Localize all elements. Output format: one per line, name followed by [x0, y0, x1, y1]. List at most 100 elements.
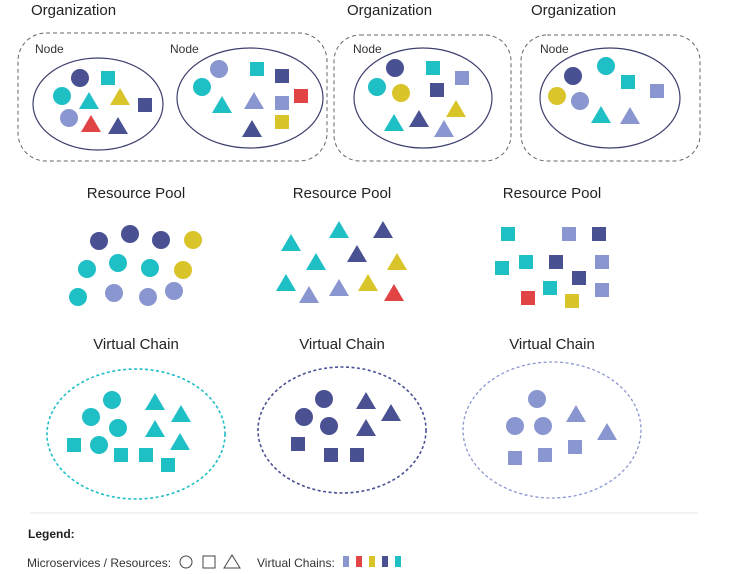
- legend-chain-swatch-lavender: [343, 556, 349, 567]
- microservice-circle: [320, 417, 338, 435]
- microservice-circle: [174, 261, 192, 279]
- resource-square: [275, 115, 289, 129]
- organization-title: Organization: [531, 2, 616, 19]
- microservice-triangle: [384, 114, 404, 131]
- microservice-triangle: [329, 279, 349, 296]
- microservice-triangle: [281, 234, 301, 251]
- legend-heading: Legend:: [28, 527, 75, 541]
- microservice-triangle: [110, 88, 130, 105]
- resource-square: [650, 84, 664, 98]
- microservice-shapes: [53, 57, 664, 472]
- resource-square: [519, 255, 533, 269]
- resource-square: [562, 227, 576, 241]
- resource-square: [430, 83, 444, 97]
- microservice-triangle: [620, 107, 640, 124]
- legend-chain-swatch-teal: [395, 556, 401, 567]
- node-boundary: [32, 57, 164, 151]
- resource-square: [455, 71, 469, 85]
- microservice-triangle: [108, 117, 128, 134]
- resource-square: [595, 255, 609, 269]
- resource-square: [538, 448, 552, 462]
- resource-square: [508, 451, 522, 465]
- microservice-circle: [90, 232, 108, 250]
- microservice-circle: [60, 109, 78, 127]
- microservice-circle: [506, 417, 524, 435]
- node-label: Node: [540, 42, 569, 56]
- microservice-circle: [392, 84, 410, 102]
- node-label: Node: [353, 42, 382, 56]
- microservice-triangle: [244, 92, 264, 109]
- microservice-triangle: [171, 405, 191, 422]
- microservice-triangle: [356, 419, 376, 436]
- organization-2: Organization Node: [333, 2, 512, 162]
- microservice-triangle: [446, 100, 466, 117]
- virtual-chain-title: Virtual Chain: [299, 336, 385, 353]
- microservice-circle: [141, 259, 159, 277]
- node-boundary: [353, 47, 493, 149]
- microservice-circle: [184, 231, 202, 249]
- microservice-triangle: [276, 274, 296, 291]
- microservice-circle: [528, 390, 546, 408]
- resource-square: [426, 61, 440, 75]
- resource-square: [568, 440, 582, 454]
- microservice-circle: [53, 87, 71, 105]
- microservice-circle: [210, 60, 228, 78]
- node-label: Node: [170, 42, 199, 56]
- virtual-chain-boundary: [257, 366, 427, 494]
- resource-square: [291, 437, 305, 451]
- virtual-chain-title: Virtual Chain: [93, 336, 179, 353]
- node-boundary: [539, 47, 681, 149]
- node-label: Node: [35, 42, 64, 56]
- microservice-circle: [69, 288, 87, 306]
- microservice-circle: [152, 231, 170, 249]
- legend-chain-swatches: [343, 556, 401, 567]
- microservice-triangle: [358, 274, 378, 291]
- microservice-triangle: [356, 392, 376, 409]
- microservice-circle: [534, 417, 552, 435]
- microservice-circle: [105, 284, 123, 302]
- organization-boundary: [17, 32, 328, 162]
- node-boundary: [176, 47, 324, 149]
- resource-square: [114, 448, 128, 462]
- microservice-triangle: [384, 284, 404, 301]
- resource-square: [350, 448, 364, 462]
- resource-square: [275, 69, 289, 83]
- microservice-circle: [139, 288, 157, 306]
- microservice-triangle: [145, 393, 165, 410]
- organization-title: Organization: [347, 2, 432, 19]
- resource-square: [621, 75, 635, 89]
- resource-square: [521, 291, 535, 305]
- resource-square: [250, 62, 264, 76]
- microservice-triangle: [373, 221, 393, 238]
- microservice-circle: [78, 260, 96, 278]
- legend-chains-label: Virtual Chains:: [257, 556, 335, 570]
- resource-pool-title: Resource Pool: [87, 185, 185, 202]
- microservice-circle: [109, 254, 127, 272]
- microservice-circle: [109, 419, 127, 437]
- microservice-circle: [548, 87, 566, 105]
- microservice-circle: [103, 391, 121, 409]
- resource-square: [101, 71, 115, 85]
- microservice-circle: [193, 78, 211, 96]
- microservice-triangle: [597, 423, 617, 440]
- microservice-circle: [564, 67, 582, 85]
- microservice-triangle: [329, 221, 349, 238]
- resource-pool-title: Resource Pool: [293, 185, 391, 202]
- microservice-triangle: [79, 92, 99, 109]
- resource-square: [324, 448, 338, 462]
- resource-square: [495, 261, 509, 275]
- legend-triangle-icon: [223, 554, 241, 569]
- legend-square-icon: [202, 555, 216, 569]
- legend-chain-swatch-navy: [382, 556, 388, 567]
- microservice-circle: [295, 408, 313, 426]
- resource-square: [161, 458, 175, 472]
- microservice-triangle: [145, 420, 165, 437]
- resource-square: [543, 281, 557, 295]
- resource-square: [138, 98, 152, 112]
- microservice-circle: [571, 92, 589, 110]
- microservice-circle: [82, 408, 100, 426]
- microservice-triangle: [306, 253, 326, 270]
- resource-square: [595, 283, 609, 297]
- microservice-triangle: [434, 120, 454, 137]
